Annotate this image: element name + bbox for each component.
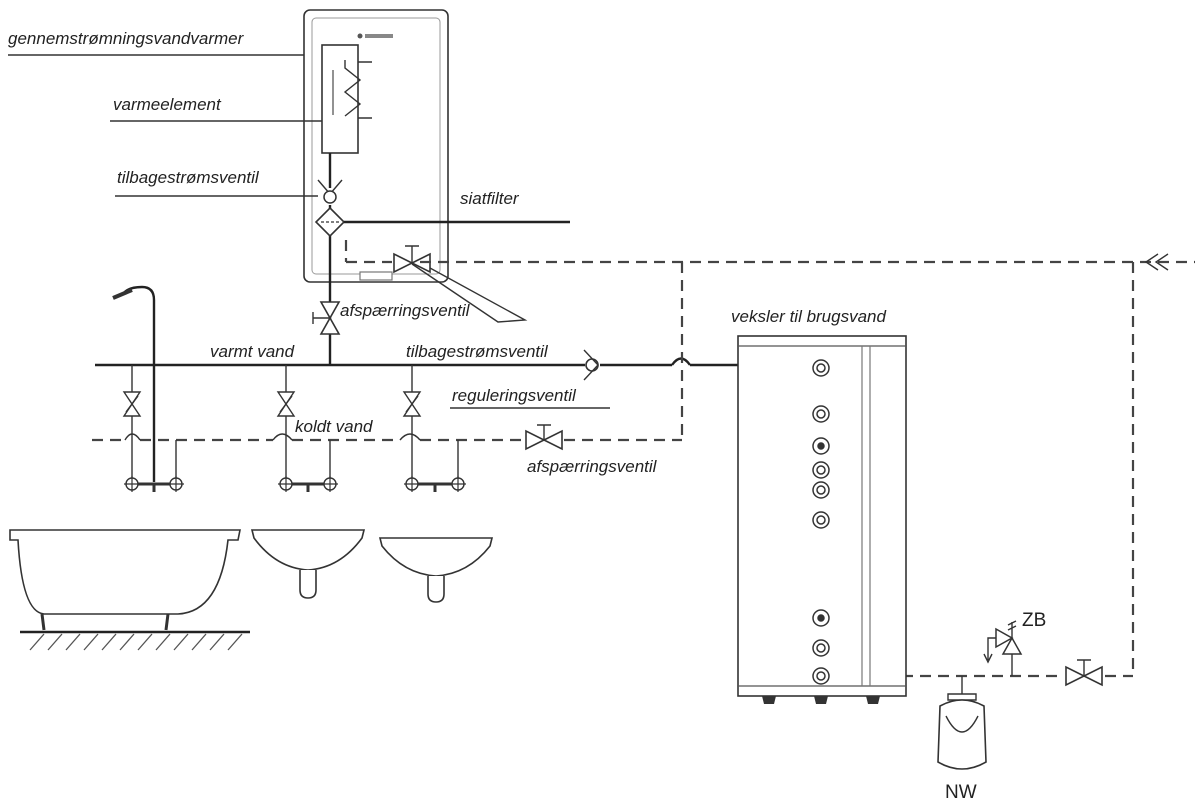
label-shutoff-bottom: afspærringsventil: [527, 457, 658, 476]
label-shutoff-top: afspærringsventil: [340, 301, 471, 320]
check-valve-main: [583, 349, 599, 381]
leader-shutoff-top: [411, 263, 528, 323]
label-heating-element: varmeelement: [113, 95, 222, 114]
label-exchanger: veksler til brugsvand: [731, 307, 887, 326]
wash-basin-2: [378, 537, 494, 603]
basin1-drops: [285, 440, 331, 478]
heating-element-box: [321, 44, 359, 154]
bath-mixer-tap: [124, 476, 184, 492]
label-hot-water: varmt vand: [210, 342, 295, 361]
wash-basin-1: [250, 529, 366, 599]
check-valve-heater: [317, 179, 343, 204]
flow-direction-arrow: [1144, 253, 1169, 271]
bathtub: [9, 529, 250, 634]
shutoff-valve-below-heater: [312, 301, 341, 335]
tap-valve-bath: [122, 365, 142, 440]
heating-coil: [343, 60, 372, 119]
label-regulating-valve: reguleringsventil: [452, 386, 577, 405]
strainer-symbol: [314, 206, 346, 238]
heat-exchanger-tank: [737, 335, 907, 704]
bath-crossover: [124, 433, 141, 441]
label-expansion-vessel: NW: [945, 782, 977, 803]
brand-logo: [365, 34, 393, 38]
safety-valve-zb: [983, 620, 1023, 676]
label-cold-water: koldt vand: [295, 417, 373, 436]
label-safety-valve: ZB: [1022, 610, 1046, 631]
expansion-vessel-nw: [937, 676, 987, 770]
floor-hatching: [29, 633, 243, 651]
tank-feet: [762, 696, 880, 704]
bath-drops: [131, 440, 177, 478]
label-flow-heater: gennemstrømningsvandvarmer: [8, 29, 245, 48]
brand-logo-dot: [357, 33, 363, 39]
tap-valve-basin2: [402, 365, 422, 440]
tank-connection-ports: [812, 359, 830, 685]
heater-cold-inlet: [344, 240, 392, 264]
basin1-mixer-tap: [278, 476, 338, 492]
label-check-valve-top: tilbagestrømsventil: [117, 168, 260, 187]
label-check-valve-mid: tilbagestrømsventil: [406, 342, 549, 361]
terminal-block: [359, 271, 393, 281]
shutoff-valve-heater: [393, 245, 431, 274]
flow-heater-unit: [303, 9, 449, 365]
basin1-crossover: [272, 433, 293, 441]
shower-fixture: [112, 285, 156, 482]
basin2-drops: [411, 440, 459, 478]
tap-valve-basin1: [276, 365, 296, 440]
basin2-crossover: [399, 433, 421, 441]
label-strainer: siatfilter: [460, 189, 520, 208]
shutoff-valve-cold-line: [525, 424, 563, 451]
basin2-mixer-tap: [404, 476, 466, 492]
shutoff-valve-cold-inlet: [1065, 659, 1103, 687]
